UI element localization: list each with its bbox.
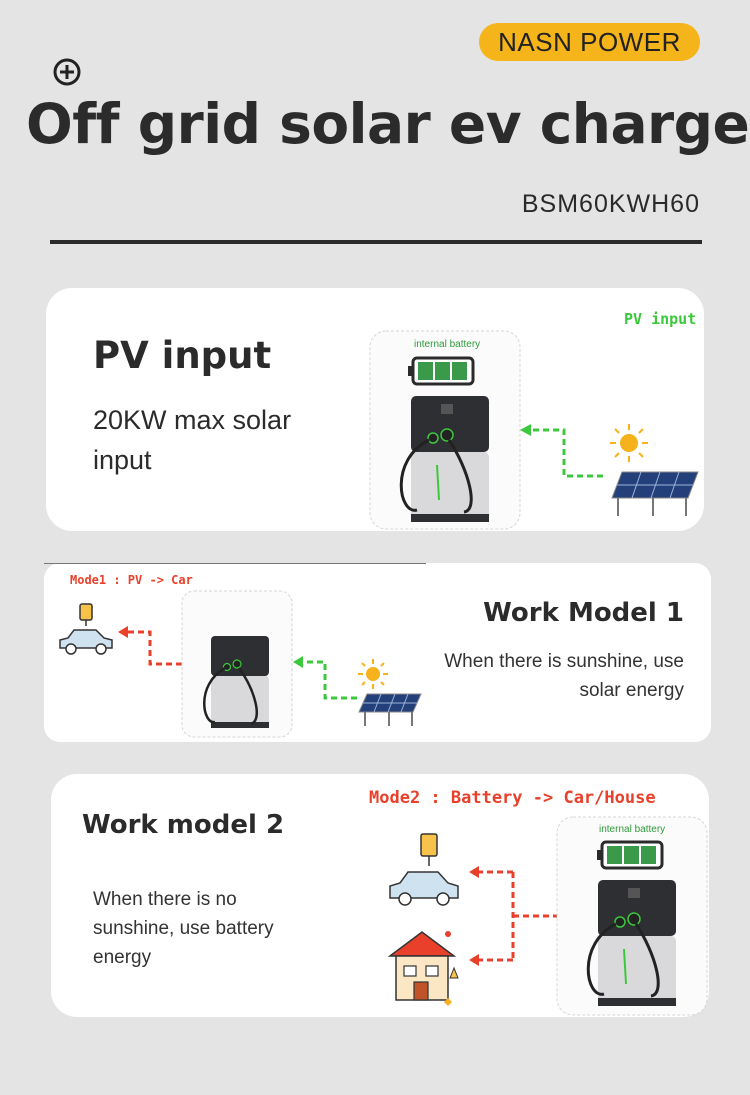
solar-panel-icon [608, 470, 700, 518]
charger-to-car-flow-arrow [116, 624, 186, 668]
mode1-diagram-tag: Mode1 : PV -> Car [70, 573, 193, 587]
model-code: BSM60KWH60 [521, 190, 700, 218]
charger-illustration [556, 816, 708, 1016]
brand-badge: NASN POWER [479, 23, 700, 61]
solar-to-charger-flow-arrow [291, 650, 361, 702]
charger-illustration [369, 330, 521, 530]
work-model-1-heading: Work Model 1 [483, 598, 684, 628]
internal-battery-label: internal battery [414, 339, 481, 350]
mode2-diagram-tag: Mode2 : Battery -> Car/House [369, 788, 656, 808]
solar-to-charger-flow-arrow [518, 420, 608, 480]
car-icon [56, 602, 116, 658]
battery-to-loads-flow-arrow [467, 860, 561, 968]
house-icon [386, 928, 464, 1008]
sun-icon [608, 422, 650, 464]
work-model-1-description: When there is sunshine, use solar energy [444, 651, 684, 701]
solar-panel-icon [357, 692, 423, 728]
work-model-2-description: When there is no sunshine, use battery e… [93, 889, 274, 968]
sun-icon [357, 658, 389, 690]
pv-input-diagram-tag: PV input [624, 310, 697, 328]
work-model-2-heading: Work model 2 [82, 810, 285, 840]
page-title: Off grid solar ev charger [26, 92, 750, 156]
internal-battery-label: internal battery [599, 824, 666, 835]
card-top-line [44, 563, 426, 564]
pv-input-description: 20KW max solar input [93, 405, 292, 475]
pv-input-heading: PV input [93, 334, 272, 377]
car-icon [386, 832, 462, 908]
header-divider [50, 240, 702, 244]
plus-circle-icon [52, 57, 82, 87]
charger-illustration [181, 590, 293, 738]
